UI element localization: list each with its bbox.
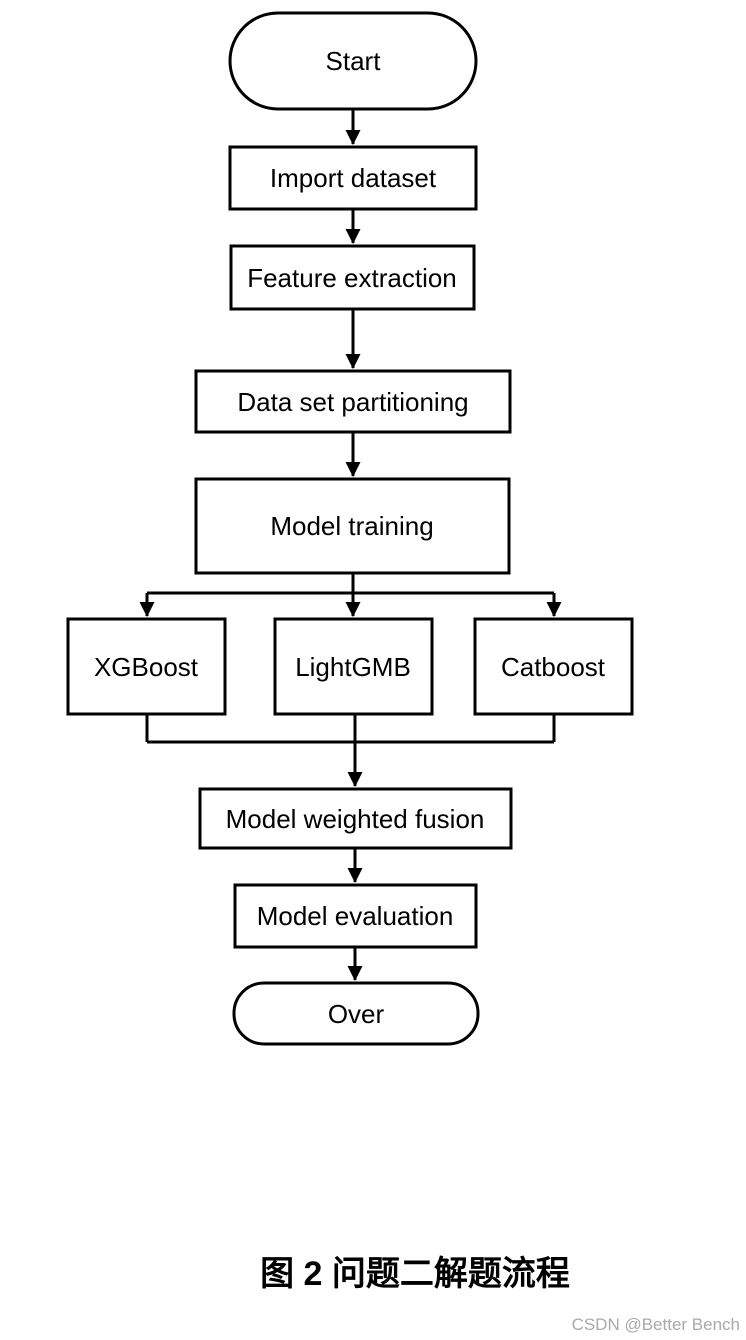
node-over-label: Over (328, 999, 385, 1029)
nodes: Start Import dataset Feature extraction … (66, 11, 634, 1046)
node-catboost-shape (473, 617, 634, 716)
node-xgboost: XGBoost (66, 617, 227, 716)
node-xgboost-shape (66, 617, 227, 716)
node-start: Start (228, 11, 478, 111)
node-import-dataset-shape (228, 145, 478, 211)
node-lightgmb-shape (273, 617, 434, 716)
edges (139, 109, 562, 981)
figure-caption: 图 2 问题二解题流程 (260, 1255, 570, 1293)
node-import-dataset-label: Import dataset (270, 163, 437, 193)
node-import-dataset: Import dataset (228, 145, 478, 211)
node-model-evaluation: Model evaluation (233, 883, 478, 949)
node-catboost-label: Catboost (501, 652, 606, 682)
node-start-shape (228, 11, 478, 111)
node-model-training-shape (194, 477, 511, 575)
node-data-set-partitioning: Data set partitioning (194, 369, 512, 434)
node-data-set-partitioning-label: Data set partitioning (237, 387, 468, 417)
edge-branch-trunk (147, 573, 554, 595)
node-model-weighted-fusion: Model weighted fusion (198, 787, 513, 850)
edge-merge-trunk (145, 714, 556, 744)
node-model-weighted-fusion-shape (198, 787, 513, 850)
watermark: CSDN @Better Bench (572, 1315, 740, 1334)
node-model-evaluation-label: Model evaluation (257, 901, 454, 931)
node-feature-extraction-label: Feature extraction (247, 263, 457, 293)
node-xgboost-label: XGBoost (94, 652, 199, 682)
node-data-set-partitioning-shape (194, 369, 512, 434)
node-model-training: Model training (194, 477, 511, 575)
node-catboost: Catboost (473, 617, 634, 716)
node-lightgmb-label: LightGMB (295, 652, 411, 682)
node-model-training-label: Model training (270, 511, 433, 541)
node-model-weighted-fusion-label: Model weighted fusion (226, 804, 485, 834)
node-feature-extraction: Feature extraction (229, 244, 476, 311)
node-model-evaluation-shape (233, 883, 478, 949)
node-lightgmb: LightGMB (273, 617, 434, 716)
node-over: Over (232, 981, 480, 1046)
node-feature-extraction-shape (229, 244, 476, 311)
node-over-shape (232, 981, 480, 1046)
node-start-label: Start (326, 46, 382, 76)
